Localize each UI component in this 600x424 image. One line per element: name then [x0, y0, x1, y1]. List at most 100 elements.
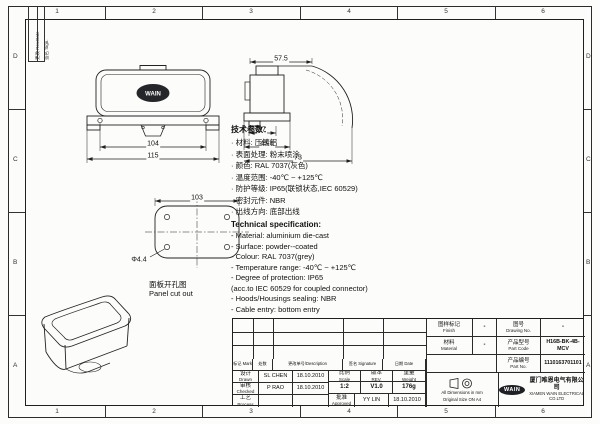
- grid-col-label: 4: [347, 8, 351, 15]
- panel-cutout-caption-en: Panel cut out: [149, 289, 193, 299]
- titleblock-line: [233, 332, 426, 333]
- wain-logo-titleblock: WAIN: [499, 384, 526, 396]
- grid-col-label: 6: [541, 408, 545, 415]
- spec-en-item: - Colour: RAL 7037(grey): [231, 252, 315, 261]
- titleblock-line: [273, 319, 274, 359]
- titleblock-line: [383, 319, 384, 359]
- frame-tick: [8, 109, 25, 110]
- grid-row-label: A: [586, 362, 591, 369]
- grid-col-label: 3: [249, 8, 253, 15]
- drawing-no-value: -: [541, 319, 585, 337]
- grid-col-label: 4: [347, 408, 351, 415]
- grid-row-label: A: [13, 362, 18, 369]
- company-name-cn: 厦门唯恩电气有限公司: [529, 378, 584, 392]
- frame-tick: [584, 212, 592, 213]
- dim-label-side-flange: 45.8: [259, 140, 275, 148]
- spec-en-item: - Temperature range: -40℃ ~ +125℃: [231, 262, 357, 272]
- frame-tick: [105, 406, 106, 418]
- frame-tick: [300, 406, 301, 418]
- rev-header-signature: 签名 Signature: [343, 359, 383, 371]
- staff-date: [293, 395, 329, 407]
- spec-en-item: - Hoods/Housings sealing: NBR: [231, 294, 337, 303]
- grid-row-label: C: [586, 156, 591, 163]
- spec-cn-item: · 颜色: RAL 7037(灰色): [231, 161, 308, 170]
- staff-date: 18.10.2010: [293, 383, 329, 395]
- spec-cn-item: · 表面处理: 粉末喷涂: [231, 149, 300, 159]
- frame-tick: [8, 315, 25, 316]
- grid-col-label: 3: [249, 408, 253, 415]
- spec-en-title: Technical specification:: [231, 220, 322, 229]
- spec-cn-item: · 出线方向: 底部出线: [231, 207, 300, 216]
- title-block: 标记 Mark 处数 更改单号/Description 签名 Signature…: [232, 318, 585, 407]
- grid-col-label: 5: [444, 408, 448, 415]
- dimension-note: All Dimensions in mm Original Size ON A4: [426, 373, 499, 407]
- grid-row-label: C: [13, 156, 18, 163]
- scale-value: 1:2: [329, 382, 361, 394]
- dim-label-hole-dia: Φ4.4: [130, 256, 148, 264]
- grid-col-label: 2: [152, 8, 156, 15]
- revision-strip-divider: [37, 6, 38, 62]
- staff-name: SL CHEN: [259, 371, 293, 383]
- spec-cn-item: · 材料: 压铸铝: [231, 138, 278, 147]
- titleblock-divider: [426, 319, 427, 407]
- frame-tick: [584, 315, 592, 316]
- revision-strip: 更改 Rev.Date 签名 Sign.: [28, 6, 49, 62]
- staff-date: 18.10.2010: [293, 371, 329, 383]
- grid-col-label: 5: [444, 8, 448, 15]
- staff-name: [259, 395, 293, 407]
- frame-tick: [495, 6, 496, 19]
- dim-label-side-total: 73: [293, 154, 303, 162]
- spec-en-item: - Degree of protection: IP65: [231, 273, 324, 282]
- spec-cn-item: · 温度范围: -40℃ ~ +125℃: [231, 172, 323, 182]
- dim-label-cutout-width: 103: [190, 194, 204, 202]
- spec-en-item: - Surface: powder--coated: [231, 241, 318, 251]
- frame-tick: [397, 406, 398, 418]
- approved-name: YY LIN: [355, 394, 389, 407]
- spec-block-cn: 技术参数： · 材料: 压铸铝 · 表面处理: 粉末喷涂 · 颜色: RAL 7…: [231, 124, 426, 218]
- dim-label-side-top: 57.5: [273, 55, 289, 63]
- dim-label-front-outer: 115: [146, 152, 160, 160]
- grid-col-label: 1: [55, 408, 59, 415]
- dim-label-front-inner: 104: [146, 140, 160, 148]
- note-dimensions-mm: All Dimensions in mm: [441, 389, 483, 395]
- frame-tick: [495, 406, 496, 418]
- frame-tick: [8, 212, 25, 213]
- grid-col-label: 1: [55, 8, 59, 15]
- dim-label-side-foot: 27: [257, 126, 267, 134]
- grid-col-label: 2: [152, 408, 156, 415]
- titleblock-line: [253, 319, 254, 359]
- panel-cutout-caption-cn: 面板开孔图: [149, 280, 187, 289]
- frame-tick: [105, 6, 106, 19]
- grid-row-label: D: [13, 53, 18, 60]
- titleblock-line: [233, 345, 426, 346]
- company-block: WAIN 厦门唯恩电气有限公司 XIAMEN WAIN ELECTRICAL C…: [499, 373, 585, 407]
- part-code-value: H16B-BK-4B-MCV: [541, 337, 585, 355]
- spec-en-item: - Material: aluminium die-cast: [231, 231, 329, 240]
- frame-tick: [202, 406, 203, 418]
- spec-en-item: - Cable entry: bottom entry: [231, 304, 320, 314]
- part-no-value: 1110163701101: [541, 355, 585, 373]
- frame-tick: [397, 6, 398, 19]
- staff-name: P RAO: [259, 383, 293, 395]
- frame-tick: [300, 6, 301, 19]
- spec-en-item: (acc.to IEC 60529 for coupled connector): [231, 283, 368, 293]
- spec-cn-item: · 防护等级: IP65(联锁状态,IEC 60529): [231, 184, 358, 193]
- titleblock-line: [343, 319, 344, 359]
- spec-block-en: Technical specification: - Material: alu…: [231, 220, 426, 315]
- rev-header-count: 处数: [253, 359, 273, 371]
- weight-value: 176g: [393, 382, 426, 394]
- rev-value: V1.0: [361, 382, 393, 394]
